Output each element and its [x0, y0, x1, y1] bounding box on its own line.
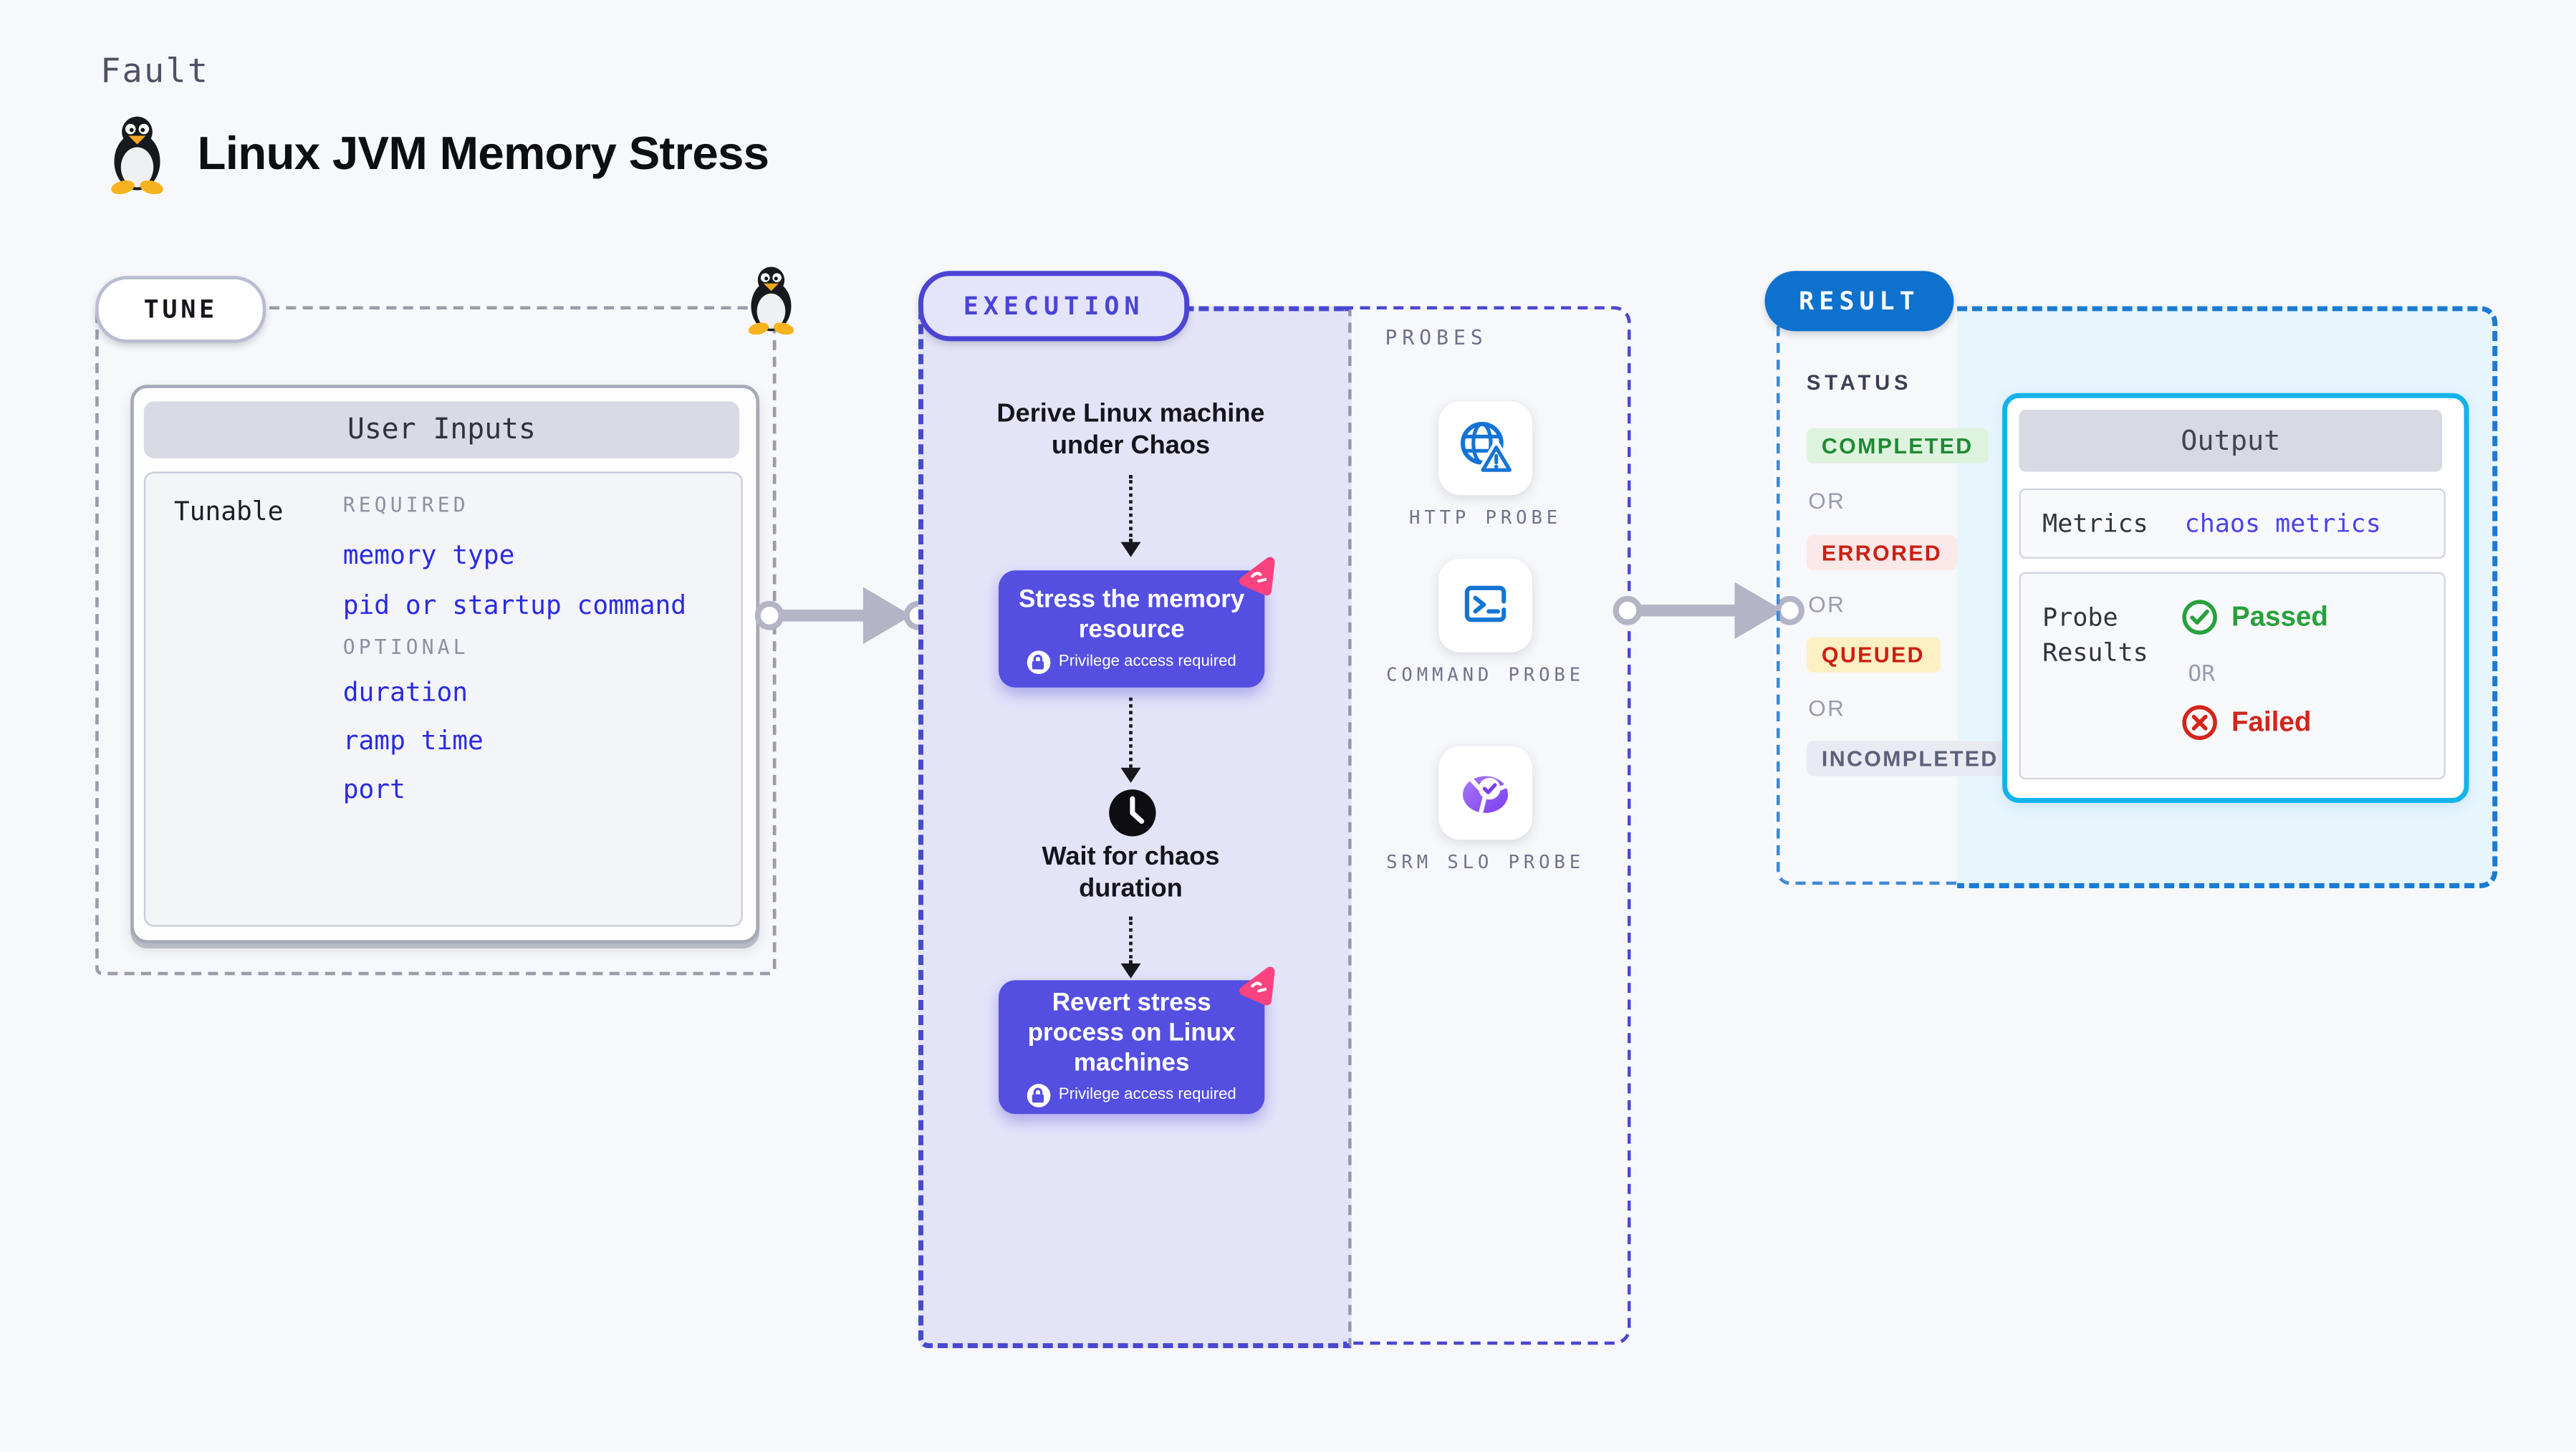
stress-memory-node[interactable]: Stress the memory resource Privilege acc… — [999, 570, 1265, 688]
flow-connector — [1129, 475, 1133, 542]
http-probe-label: HTTP PROBE — [1409, 506, 1562, 529]
page-title: Linux JVM Memory Stress — [197, 127, 770, 179]
command-probe-card[interactable] — [1438, 558, 1532, 653]
chaos-pink-icon — [1239, 557, 1275, 596]
revert-stress-node[interactable]: Revert stress process on Linux machines … — [999, 980, 1265, 1115]
stress-node-title: Stress the memory resource — [1019, 585, 1245, 643]
tunable-label: Tunable — [173, 496, 284, 527]
globe-alert-icon — [1461, 421, 1516, 476]
or-label: OR — [1808, 488, 1846, 514]
user-inputs-body: Tunable REQUIRED memory type pid or star… — [143, 471, 743, 927]
tune-to-execution-arrow — [754, 587, 933, 645]
output-header: Output — [2019, 410, 2443, 472]
user-inputs-header: User Inputs — [143, 401, 740, 458]
optional-label: OPTIONAL — [342, 635, 469, 660]
flow-connector — [1129, 697, 1133, 768]
probes-zone — [1343, 306, 1631, 1345]
flow-connector — [1129, 916, 1133, 964]
wait-step-label: Wait for chaos duration — [1042, 842, 1220, 903]
or-label: OR — [1808, 696, 1846, 721]
probe-results-row: Probe Results Passed OR Failed — [2019, 572, 2446, 780]
passed-status: Passed — [2181, 599, 2328, 635]
derive-step-label: Derive Linux machine under Chaos — [996, 400, 1265, 461]
fault-kicker: Fault — [100, 50, 210, 91]
or-label: OR — [1808, 592, 1846, 617]
slo-donut-icon — [1463, 776, 1509, 817]
probe-results-label: Probe Results — [2042, 602, 2148, 668]
result-pill: RESULT — [1764, 271, 1954, 332]
tune-pill: TUNE — [95, 276, 266, 343]
privilege-note: Privilege access required — [1027, 650, 1236, 673]
metrics-label: Metrics — [2042, 508, 2148, 539]
status-badge-completed: COMPLETED — [1806, 428, 1989, 463]
status-badge-incompleted: INCOMPLETED — [1806, 741, 2014, 777]
status-label: STATUS — [1806, 371, 1913, 395]
check-circle-icon — [2182, 600, 2217, 635]
wait-clock-icon — [1109, 789, 1156, 837]
input-link-ramp-time[interactable]: ramp time — [342, 726, 484, 756]
http-probe-card[interactable] — [1438, 401, 1532, 496]
input-link-duration[interactable]: duration — [342, 677, 468, 708]
command-probe-label: COMMAND PROBE — [1386, 664, 1585, 686]
required-label: REQUIRED — [342, 493, 469, 517]
execution-to-result-arrow — [1613, 582, 1804, 640]
revert-node-title: Revert stress process on Linux machines — [1027, 987, 1236, 1077]
input-link-pid-or-startup-command[interactable]: pid or startup command — [342, 590, 687, 621]
lock-icon — [1027, 1082, 1051, 1107]
privilege-note: Privilege access required — [1027, 1082, 1236, 1107]
tune-zone — [95, 306, 777, 976]
terminal-icon — [1464, 585, 1506, 622]
status-badge-errored: ERRORED — [1806, 535, 1958, 571]
linux-tux-icon — [111, 116, 163, 194]
chaos-metrics-link[interactable]: chaos metrics — [2184, 508, 2381, 539]
chaos-pink-icon — [1239, 966, 1275, 1006]
metrics-row: Metrics chaos metrics — [2019, 488, 2446, 559]
input-link-port[interactable]: port — [342, 774, 405, 805]
input-link-memory-type[interactable]: memory type — [342, 540, 515, 571]
or-label: OR — [2188, 660, 2216, 688]
status-badge-queued: QUEUED — [1806, 637, 1940, 673]
execution-pill: EXECUTION — [918, 271, 1190, 342]
flow-arrowhead — [1120, 767, 1141, 783]
tux-corner-icon — [748, 266, 794, 335]
flow-arrowhead — [1120, 963, 1141, 979]
failed-status: Failed — [2181, 704, 2311, 741]
x-circle-icon — [2182, 705, 2217, 741]
probes-label: PROBES — [1385, 326, 1488, 350]
lock-icon — [1027, 650, 1051, 673]
srm-slo-probe-label: SRM SLO PROBE — [1386, 851, 1585, 873]
srm-slo-probe-card[interactable] — [1438, 746, 1532, 840]
flow-arrowhead — [1120, 542, 1141, 557]
